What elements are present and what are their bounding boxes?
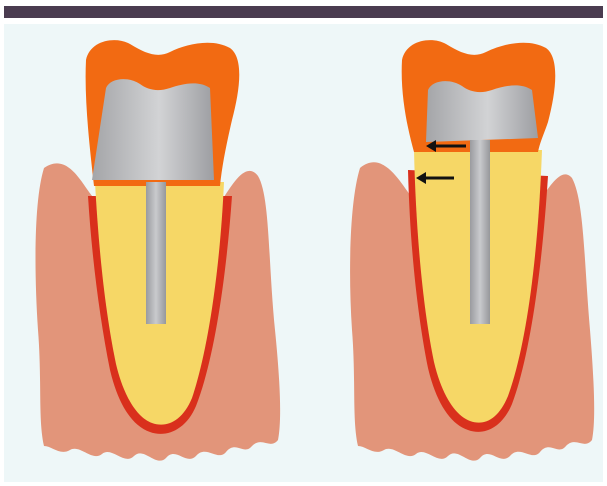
left-post [146,182,166,324]
left-tooth [36,40,281,461]
left-core [92,79,214,180]
right-post [470,140,490,324]
right-tooth [350,40,594,461]
